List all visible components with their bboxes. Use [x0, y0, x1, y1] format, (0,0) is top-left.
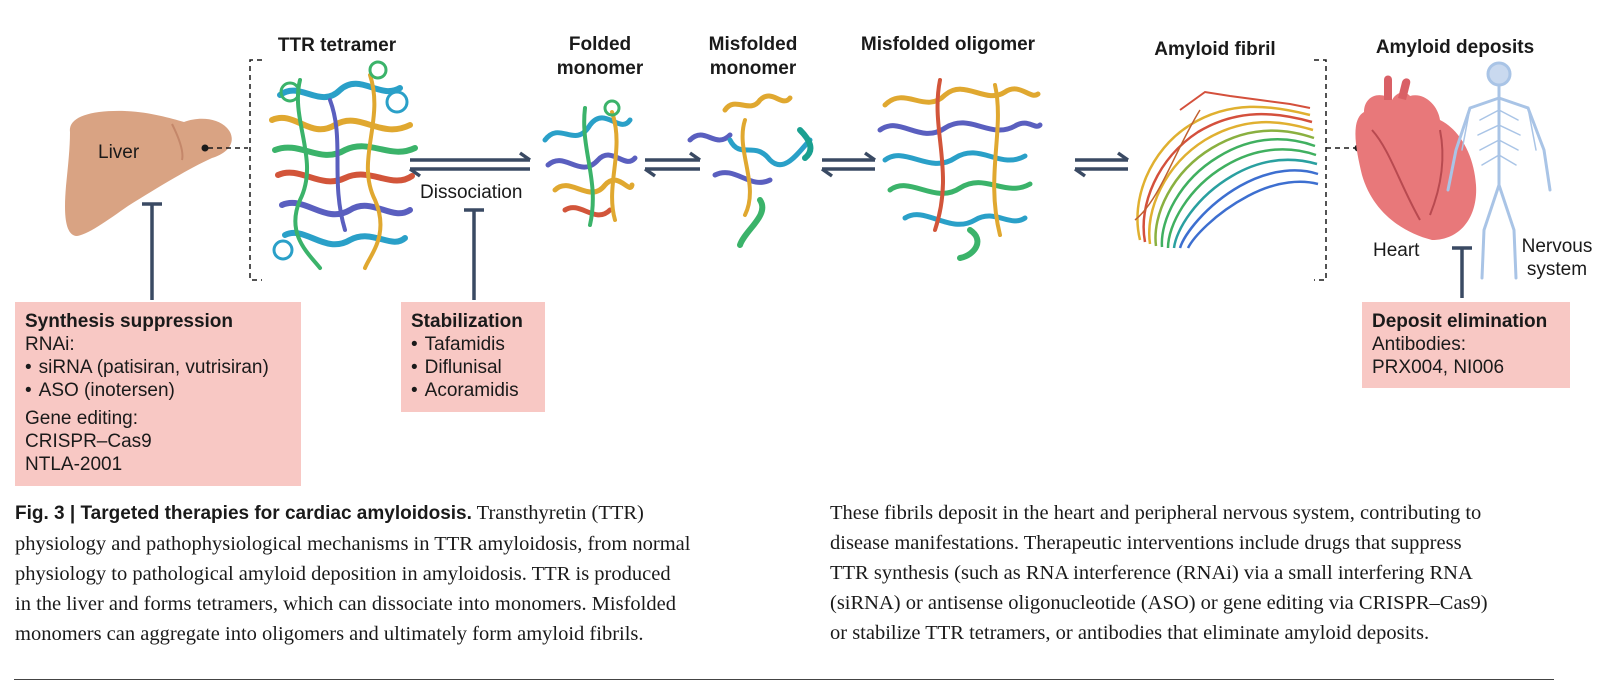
equilibrium-arrows-3	[1073, 151, 1130, 178]
nervous-system-icon	[1446, 61, 1552, 280]
list-item: Tafamidis	[411, 333, 535, 356]
misfolded-monomer-label: Misfolded monomer	[688, 33, 818, 81]
gene-editing-line: NTLA-2001	[25, 454, 123, 475]
inhibition-marker-stabilization	[464, 208, 484, 300]
caption-line: Fig. 3 | Targeted therapies for cardiac …	[15, 498, 815, 529]
amyloid-fibril-label: Amyloid fibril	[1154, 39, 1276, 60]
list-item: siRNA (patisiran, vutrisiran)	[25, 356, 291, 379]
caption-first-line: Transthyretin (TTR)	[471, 502, 644, 524]
caption-line: disease manifestations. Therapeutic inte…	[830, 532, 1462, 554]
stabilization-box: Stabilization Tafamidis Diflunisal Acora…	[401, 302, 545, 412]
nervous-system-label-line-1: Nervous	[1521, 236, 1593, 257]
synthesis-suppression-title: Synthesis suppression	[25, 311, 234, 332]
misfolded-monomer-label-line-2: monomer	[709, 58, 797, 79]
deposit-line: Antibodies:	[1372, 334, 1467, 355]
folded-monomer-label: Folded monomer	[535, 33, 665, 81]
caption-line: TTR synthesis (such as RNA interference …	[830, 562, 1473, 584]
list-item: Diflunisal	[411, 356, 535, 379]
deposit-elimination-box: Deposit elimination Antibodies: PRX004, …	[1362, 302, 1570, 388]
misfolded-oligomer-icon	[877, 78, 1043, 261]
misfolded-oligomer-label: Misfolded oligomer	[860, 34, 1036, 55]
nervous-system-label-line-2: system	[1526, 259, 1588, 280]
list-item: ASO (inotersen)	[25, 379, 291, 402]
gene-editing-line: CRISPR–Cas9	[25, 431, 152, 452]
tetramer-label: TTR tetramer	[277, 35, 397, 56]
heart-icon	[1355, 75, 1477, 240]
equilibrium-arrows-2	[820, 151, 877, 178]
stabilization-title: Stabilization	[411, 311, 523, 332]
liver-icon	[65, 110, 248, 236]
nervous-system-label: Nervous system	[1520, 235, 1594, 281]
caption-line: (siRNA) or antisense oligonucleotide (AS…	[830, 592, 1488, 614]
inhibition-marker-synthesis	[142, 202, 162, 300]
caption-line: These fibrils deposit in the heart and p…	[830, 502, 1482, 524]
caption-left-column: Fig. 3 | Targeted therapies for cardiac …	[15, 498, 815, 649]
dissociation-label: Dissociation	[420, 182, 523, 203]
heart-label: Heart	[1373, 240, 1420, 261]
rnai-list: siRNA (patisiran, vutrisiran) ASO (inote…	[25, 356, 291, 402]
list-item: Acoramidis	[411, 379, 535, 402]
figure-lead: Fig. 3 | Targeted therapies for cardiac …	[15, 503, 472, 524]
amyloid-fibril-icon	[1134, 90, 1319, 249]
tetramer-structure-icon	[269, 60, 418, 270]
misfolded-monomer-icon	[687, 93, 814, 248]
gene-editing-heading: Gene editing:	[25, 408, 139, 429]
caption-line: in the liver and forms tetramers, which …	[15, 593, 676, 615]
caption-line: or stabilize TTR tetramers, or antibodie…	[830, 622, 1430, 644]
caption-right-column: These fibrils deposit in the heart and p…	[830, 498, 1620, 648]
synthesis-suppression-box: Synthesis suppression RNAi: siRNA (patis…	[15, 302, 301, 486]
inhibition-marker-deposit	[1452, 246, 1472, 298]
deposits-bracket	[1314, 59, 1356, 281]
folded-monomer-icon	[542, 99, 638, 227]
dissociation-arrows	[408, 151, 532, 178]
rnai-heading: RNAi:	[25, 334, 75, 355]
caption-line: physiology and pathophysiological mechan…	[15, 533, 691, 555]
amyloid-deposits-label: Amyloid deposits	[1375, 37, 1535, 58]
stabilization-list: Tafamidis Diflunisal Acoramidis	[411, 333, 535, 402]
bottom-rule	[14, 679, 1554, 680]
misfolded-monomer-label-line-1: Misfolded	[708, 34, 798, 55]
caption-line: monomers can aggregate into oligomers an…	[15, 623, 644, 645]
caption-line: physiology to pathological amyloid depos…	[15, 563, 671, 585]
tetramer-bracket	[249, 59, 262, 281]
folded-monomer-label-line-1: Folded	[568, 34, 632, 55]
folded-monomer-label-line-2: monomer	[556, 58, 644, 79]
liver-label: Liver	[98, 142, 140, 163]
deposit-elimination-title: Deposit elimination	[1372, 311, 1548, 332]
equilibrium-arrows-1	[643, 151, 702, 178]
deposit-line: PRX004, NI006	[1372, 357, 1505, 378]
